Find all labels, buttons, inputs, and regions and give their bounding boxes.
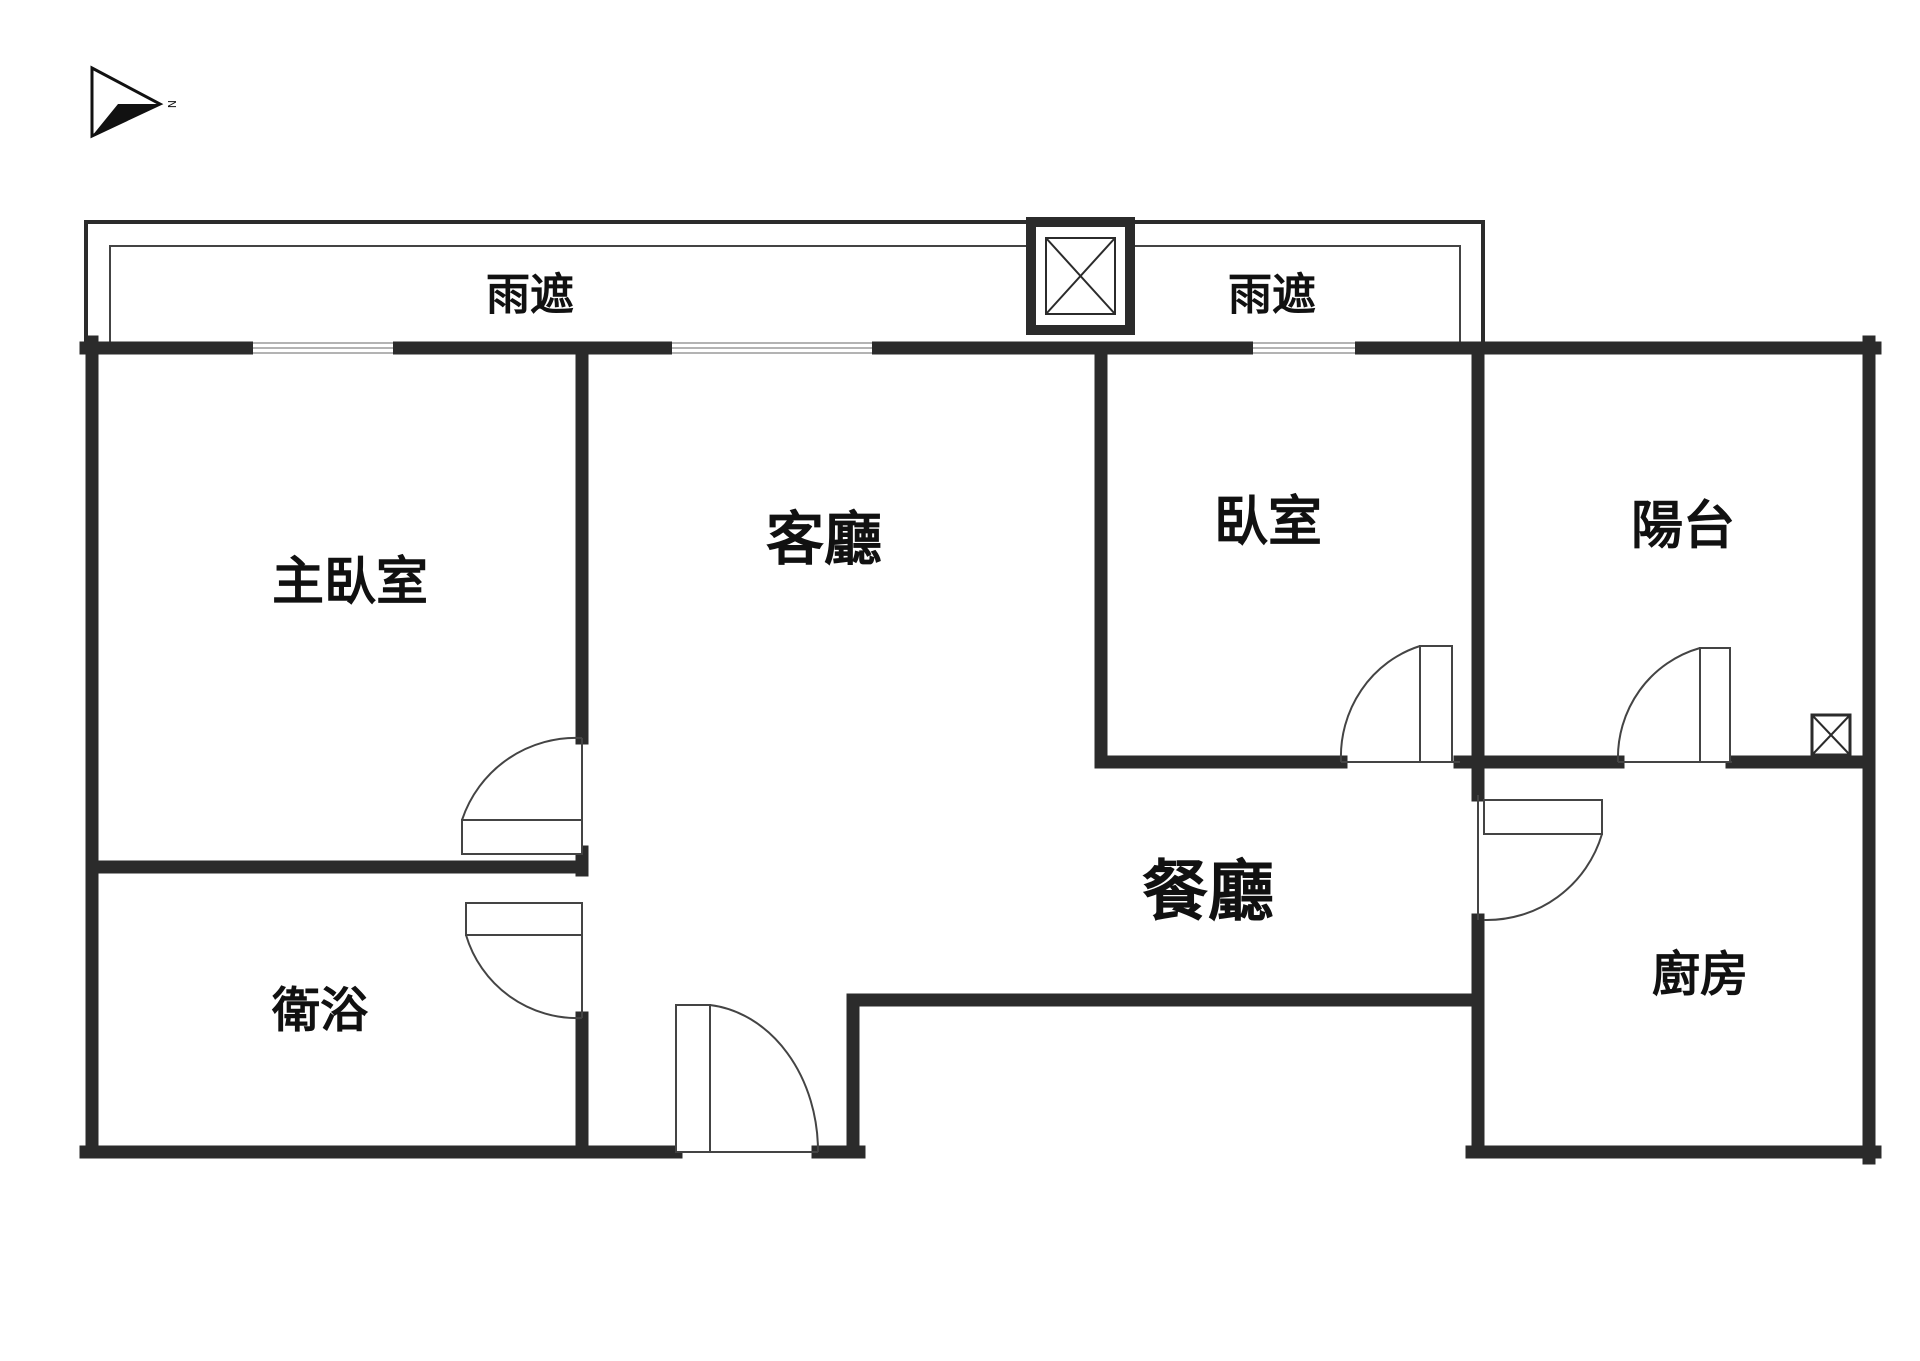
label-bathroom: 衛浴 <box>271 983 369 1039</box>
label-kitchen: 廚房 <box>1652 947 1748 1003</box>
window-bedroom <box>1253 341 1355 355</box>
room-labels: 雨遮 雨遮 主臥室 客廳 臥室 陽台 餐廳 衛浴 廚房 <box>271 270 1748 1039</box>
windows <box>253 341 1355 355</box>
label-master-bedroom: 主臥室 <box>272 552 428 613</box>
door-bathroom <box>465 902 583 1020</box>
doors <box>461 645 1732 1153</box>
label-bedroom: 臥室 <box>1214 489 1322 553</box>
door-entrance <box>675 1004 820 1153</box>
north-arrow-icon: N <box>90 65 178 139</box>
compass-north-label: N <box>165 100 178 108</box>
label-dining-room: 餐廳 <box>1142 852 1274 930</box>
window-living-room <box>672 341 872 355</box>
shaft-box <box>1026 217 1135 335</box>
door-bedroom <box>1339 645 1460 763</box>
door-balcony <box>1616 647 1732 763</box>
label-canopy-right: 雨遮 <box>1228 270 1316 321</box>
vent-box <box>1810 713 1852 757</box>
label-living-room: 客廳 <box>766 505 882 573</box>
label-canopy-left: 雨遮 <box>486 270 574 321</box>
door-kitchen <box>1477 795 1603 922</box>
door-master-bedroom <box>461 736 583 855</box>
label-balcony: 陽台 <box>1631 496 1735 557</box>
window-master-bedroom <box>253 341 393 355</box>
